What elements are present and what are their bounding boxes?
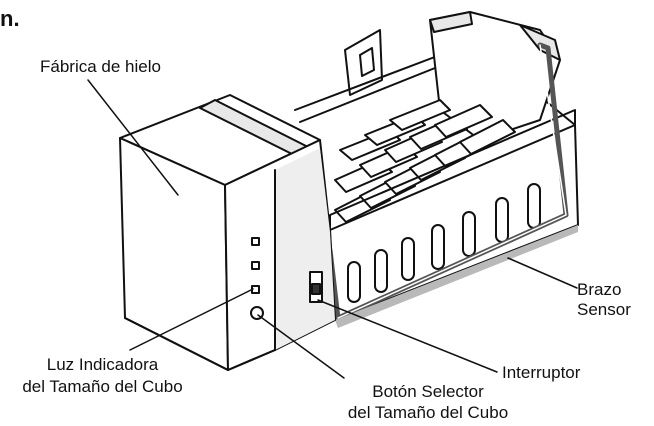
mold-top-edge (329, 109, 576, 231)
switch-toggle (311, 283, 321, 295)
mold-cavities (347, 183, 541, 303)
rear-mounting-bracket (344, 29, 383, 96)
leader-lines (87, 79, 578, 379)
label-indicator-light-line1: Luz Indicadora (46, 355, 159, 374)
shutoff-cover (429, 11, 561, 141)
leader-sensor-arm (507, 257, 578, 289)
ejector-fingers (334, 99, 516, 223)
leader-selector-button (257, 314, 345, 379)
leader-indicator-light (129, 288, 254, 351)
mold-bottom-shadow (335, 225, 578, 328)
label-selector-button-line2: del Tamaño del Cubo (347, 403, 509, 422)
indicator-light-1 (251, 237, 260, 246)
leader-switch (317, 299, 498, 373)
rear-bracket-slot (359, 47, 375, 77)
label-ice-maker: Fábrica de hielo (40, 57, 161, 76)
sensor-arm-inner (337, 44, 567, 319)
shutoff-cover-top (429, 11, 473, 33)
leader-ice-maker (87, 79, 179, 196)
indicator-light-2 (251, 261, 260, 270)
label-sensor-arm-line1: Brazo (577, 280, 622, 299)
label-indicator-light-line2: del Tamaño del Cubo (22, 377, 183, 396)
cut-off-text-fragment: n. (0, 6, 20, 31)
label-switch: Interruptor (502, 363, 581, 382)
label-selector-button-line1: Botón Selector (372, 382, 484, 401)
housing-side-shade (275, 148, 335, 350)
label-sensor-arm-line2: Sensor (577, 300, 631, 319)
